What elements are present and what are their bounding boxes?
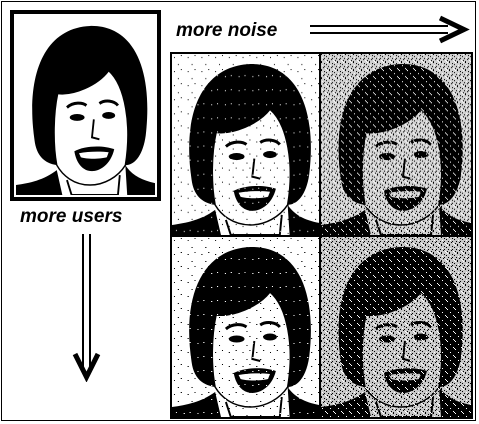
portrait-high-noise-more-users (321, 237, 471, 417)
portrait-low-noise-few-users (172, 54, 319, 235)
portrait-high-noise-few-users (321, 54, 471, 235)
noise-axis-label: more noise (176, 20, 278, 41)
portrait-low-noise-more-users (172, 237, 319, 417)
original-image-border (10, 10, 161, 201)
original-portrait-image (16, 16, 155, 195)
down-arrow-icon (72, 234, 101, 382)
right-arrow-icon (310, 15, 470, 44)
users-axis-label: more users (20, 206, 123, 227)
grid-horizontal-divider (170, 235, 473, 237)
